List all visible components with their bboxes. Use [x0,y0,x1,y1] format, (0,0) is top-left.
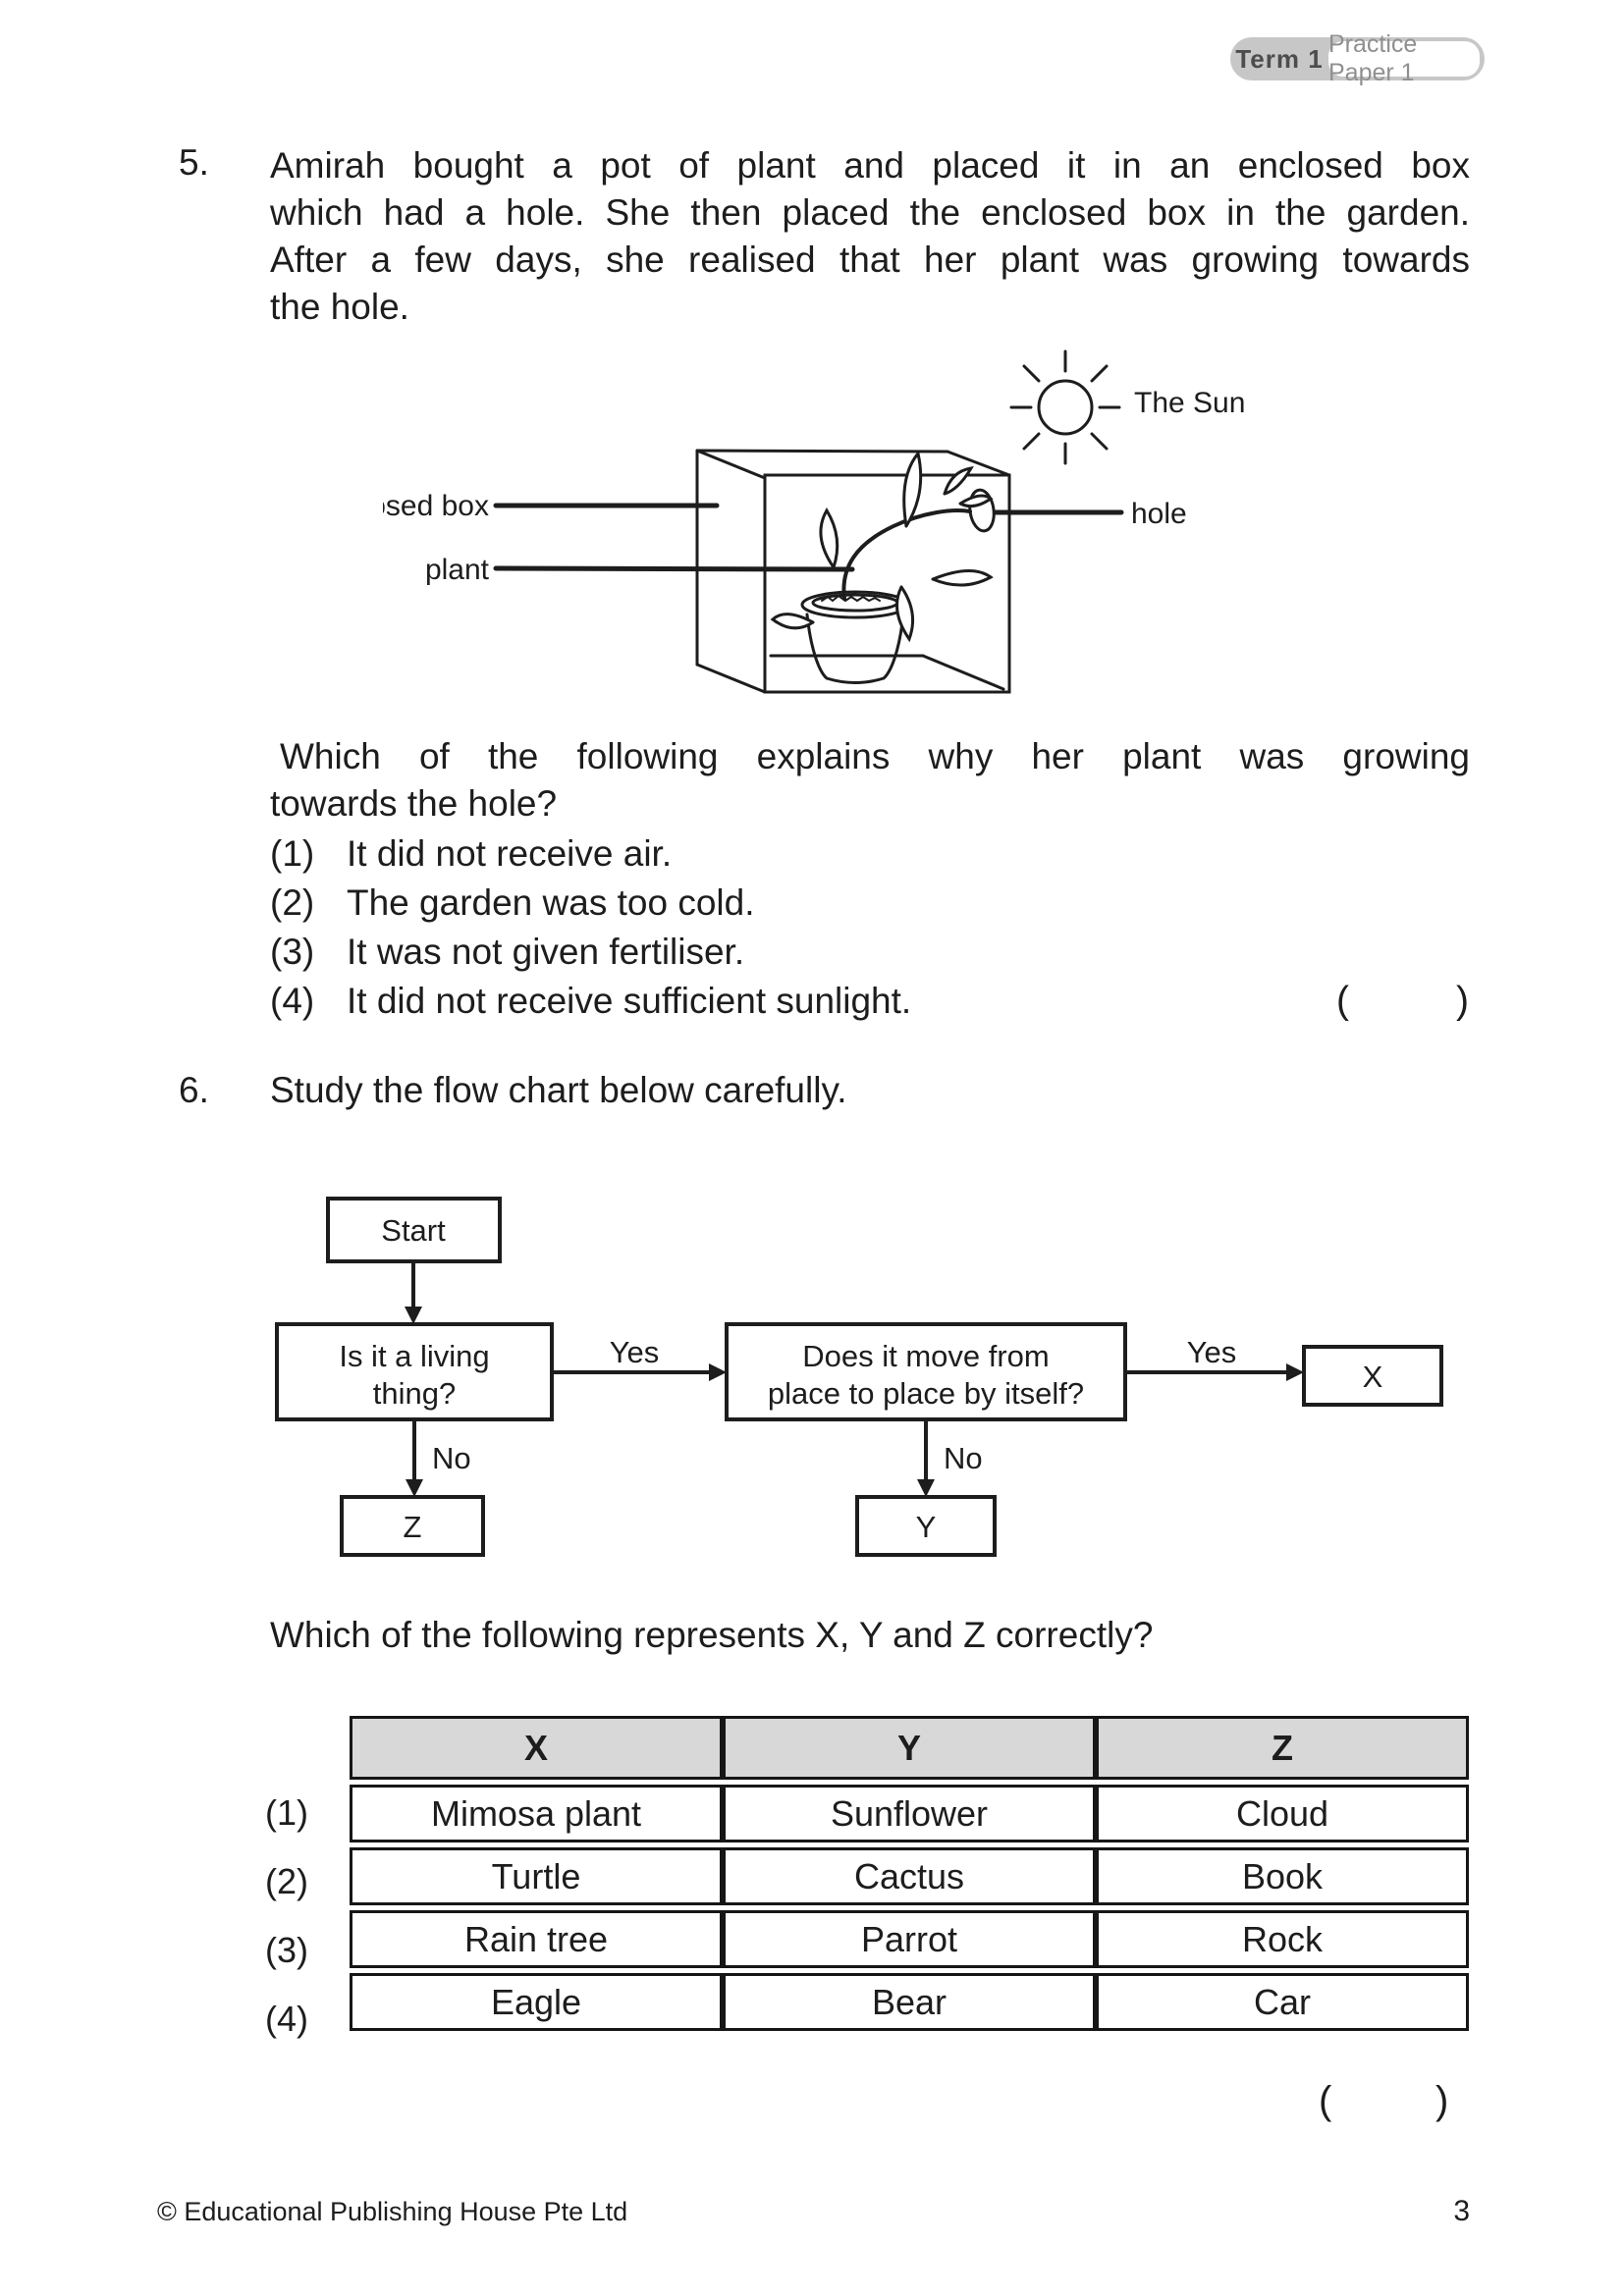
flow-z-box [340,1495,485,1557]
option-text: It was not given fertiliser. [347,932,745,972]
header-badge: Term 1 Practice Paper 1 [1230,30,1485,86]
footer-page-number: 3 [1453,2195,1470,2227]
option-number: (3) [270,932,315,972]
answer-bracket-close: ) [1456,980,1469,1022]
table-cell: Rock [1096,1910,1469,1968]
sun-icon [1009,349,1121,465]
q5-number: 5. [179,142,209,183]
option-number: (2) [270,882,315,923]
answer-bracket-open: ( [1319,2079,1332,2122]
option-row: (3) It was not given fertiliser. [270,928,1488,977]
table-cell: Cloud [1096,1785,1469,1842]
q6-intro: Study the flow chart below carefully. [270,1070,847,1110]
flow-no2-label: No [944,1441,983,1475]
option-number: (4) [270,981,315,1021]
table-header-y: Y [723,1716,1096,1780]
practice-paper-label: Practice Paper 1 [1328,30,1480,86]
hole-label: hole [1131,498,1187,530]
q5-stem-line: Which of the following explains why her … [280,736,1470,776]
flow-y-label: Y [916,1510,937,1544]
option-text: It did not receive sufficient sunlight. [347,981,912,1021]
q5-para-line: Amirah bought a pot of plant and placed … [270,145,1470,186]
pot-drawing [800,590,910,684]
table-header-row: X Y Z [350,1716,1469,1780]
table-cell: Car [1096,1973,1469,2031]
table-row: Eagle Bear Car [350,1973,1469,2031]
q5-para-line: the hole. [270,287,409,327]
table-header-z: Z [1096,1716,1469,1780]
q6-flowchart: Start Is it a living thing? Does it move… [275,1197,1443,1557]
option-text: It did not receive air. [347,833,673,874]
table-row: Mimosa plant Sunflower Cloud [350,1785,1469,1842]
flow-x-label: X [1363,1360,1383,1394]
table-cell: Turtle [350,1847,723,1905]
flow-move-line2: place to place by itself? [768,1376,1084,1411]
xyz-table: X Y Z Mimosa plant Sunflower Cloud Turtl… [350,1711,1469,2036]
flow-move-line1: Does it move from [802,1339,1050,1373]
q5-para-line: After a few days, she realised that her … [270,240,1470,280]
plant-drawing [770,450,994,643]
table-row-label: (2) [265,1861,308,1901]
table-cell: Book [1096,1847,1469,1905]
q5-para-line: which had a hole. She then placed the en… [270,192,1470,233]
table-row-label: (4) [265,1999,308,2039]
table-row-label: (1) [265,1792,308,1833]
option-row: (1) It did not receive air. [270,829,1488,879]
table-cell: Mimosa plant [350,1785,723,1842]
table-cell: Eagle [350,1973,723,2031]
flow-living-line1: Is it a living [339,1339,489,1373]
footer-copyright: © Educational Publishing House Pte Ltd [157,2197,628,2226]
plant-label: plant [425,554,490,586]
table-row: Rain tree Parrot Rock [350,1910,1469,1968]
option-text: The garden was too cold. [347,882,755,923]
box-label: enclosed box [383,490,489,522]
flow-arrowheads [405,1307,1304,1497]
flow-yes2-label: Yes [1187,1335,1237,1369]
table-row-label: (3) [265,1930,308,1970]
q5-options: (1) It did not receive air. (2) The garden… [270,829,1488,1026]
q5-stem-line: towards the hole? [270,783,558,824]
term-label: Term 1 [1235,43,1324,74]
table-cell: Cactus [723,1847,1096,1905]
q5-diagram: The Sun enclosed box plant hole [383,349,1245,694]
flow-start-label: Start [381,1213,446,1248]
option-number: (1) [270,833,315,874]
flow-living-line2: thing? [373,1376,456,1411]
answer-bracket-close: ) [1435,2079,1449,2122]
plant-label-line [493,565,855,572]
q5-stem: Which of the following explains why her … [270,733,1470,828]
box-drawing [695,449,1011,694]
option-row: (2) The garden was too cold. [270,879,1488,928]
sun-label: The Sun [1134,387,1245,419]
q5-paragraph: Amirah bought a pot of plant and placed … [270,142,1470,331]
table-cell: Rain tree [350,1910,723,1968]
table-header-x: X [350,1716,723,1780]
table-cell: Sunflower [723,1785,1096,1842]
flow-no1-label: No [432,1441,471,1475]
q6-stem: Which of the following represents X, Y a… [270,1615,1154,1655]
table-row: Turtle Cactus Book [350,1847,1469,1905]
table-cell: Bear [723,1973,1096,2031]
option-row: (4) It did not receive sufficient sunligh… [270,977,1488,1026]
answer-bracket-open: ( [1336,980,1349,1022]
flow-x-box [1302,1345,1443,1407]
flow-z-label: Z [404,1510,422,1544]
flow-yes1-label: Yes [610,1335,660,1369]
q6-number: 6. [179,1070,209,1110]
table-cell: Parrot [723,1910,1096,1968]
